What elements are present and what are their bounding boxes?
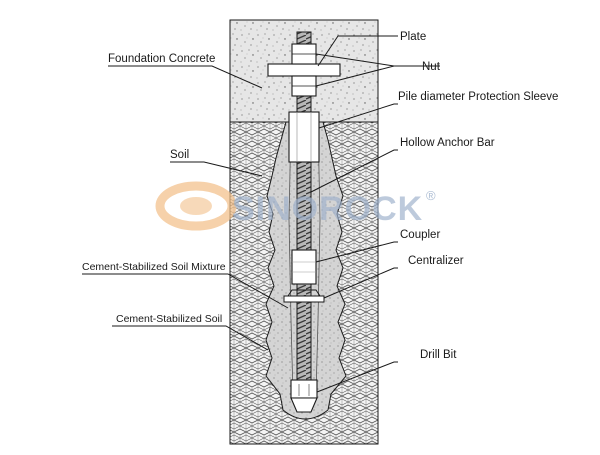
drill-bit xyxy=(290,379,318,413)
centralizer xyxy=(283,289,325,303)
label-hollow-anchor-bar: Hollow Anchor Bar xyxy=(400,137,495,149)
leader-lines xyxy=(82,35,440,393)
label-centralizer: Centralizer xyxy=(408,255,464,267)
watermark-registered-mark: ® xyxy=(426,188,436,203)
label-plate: Plate xyxy=(400,31,426,43)
bore-hole xyxy=(288,121,321,396)
watermark-text: SINOROCK xyxy=(232,190,423,228)
protection-sleeve xyxy=(288,111,320,163)
label-nut: Nut xyxy=(422,61,441,73)
label-cement-stabilized-soil-mixture: Cement-Stabilized Soil Mixture xyxy=(82,261,226,273)
label-protection-sleeve: Pile diameter Protection Sleeve xyxy=(398,91,558,103)
label-soil: Soil xyxy=(170,149,189,161)
label-cement-stabilized-soil: Cement-Stabilized Soil xyxy=(116,313,222,325)
coupler xyxy=(291,249,317,285)
watermark-logo-icon xyxy=(155,181,237,231)
label-drill-bit: Drill Bit xyxy=(420,349,457,361)
label-coupler: Coupler xyxy=(400,229,440,241)
label-foundation-concrete: Foundation Concrete xyxy=(108,53,215,65)
watermark: SINOROCK ® xyxy=(155,181,436,231)
plate xyxy=(267,63,341,77)
